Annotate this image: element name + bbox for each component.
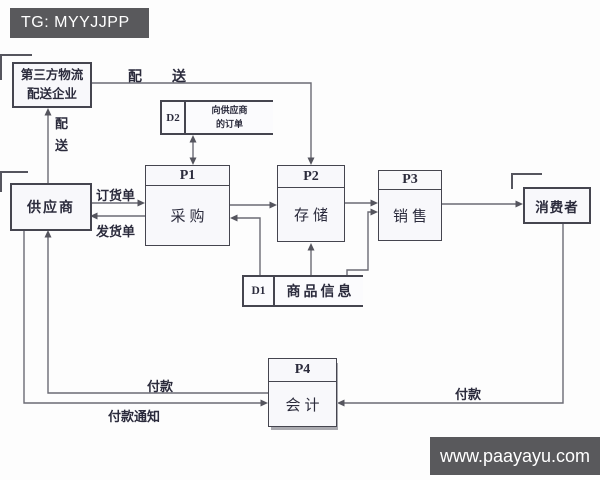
flow-d1-to-p3-line [346, 211, 371, 275]
label-delivery-vertical: 配送 [55, 116, 69, 154]
data-store-d1-id: D1 [242, 277, 275, 305]
data-store-d2-name-line1: 向供应商 [211, 105, 248, 116]
process-p2-name: 存储 [293, 208, 332, 224]
process-p4-name: 会计 [285, 397, 324, 414]
entity-logistics-label-line2: 配送企业 [26, 87, 77, 101]
entity-corner-mark-consumer [511, 173, 542, 189]
process-p1-name: 采购 [170, 209, 209, 225]
arrow-p2-into-p3 [370, 199, 378, 207]
data-store-d1-product-info: D1 商品信息 [242, 275, 363, 307]
process-p1-id: P1 [146, 166, 229, 186]
flow-payment-to-supplier-line [47, 237, 268, 394]
entity-consumer: 消费者 [523, 187, 591, 224]
process-p3-id: P3 [379, 171, 441, 190]
entity-corner-mark-logistics [0, 54, 32, 80]
arrow-into-d2 [189, 135, 197, 143]
flow-payment-notice-line [23, 230, 261, 404]
data-store-d2-name-line2: 的订单 [215, 118, 243, 129]
entity-supplier: 供应商 [10, 183, 92, 231]
flow-d1-to-p1-line [237, 217, 261, 275]
arrow-notice-into-p4 [260, 399, 268, 407]
data-store-d2-name: 向供应商 的订单 [186, 102, 273, 133]
arrow-d1-into-p1 [230, 214, 238, 222]
watermark-bottom-right: www.paayayu.com [430, 437, 600, 475]
label-shipping-form: 发货单 [96, 224, 136, 239]
entity-consumer-label: 消费者 [535, 199, 579, 215]
arrow-d1-into-p3 [370, 208, 378, 216]
process-p1-purchasing: P1 采购 [145, 165, 230, 246]
watermark-top-left: TG: MYYJJPP [10, 8, 149, 38]
flow-consumer-payment-line [344, 223, 564, 404]
label-payment-from-consumer: 付款 [455, 387, 482, 402]
label-delivery-horizontal: 配送 [128, 70, 216, 85]
data-store-d2-id: D2 [160, 102, 186, 133]
arrow-into-consumer [515, 200, 523, 208]
arrow-into-p1-top [189, 157, 197, 165]
process-p4-accounting: P4 会计 [268, 358, 337, 427]
arrow-p1-into-p2 [269, 201, 277, 209]
process-p3-sales: P3 销售 [378, 170, 442, 241]
arrow-into-logistics [44, 108, 52, 116]
arrow-into-p2-top [307, 157, 315, 165]
arrow-order-into-p1 [137, 199, 145, 207]
process-p4-id: P4 [269, 359, 336, 382]
process-p3-name: 销售 [392, 208, 431, 225]
entity-supplier-label: 供应商 [27, 201, 75, 216]
entity-logistics-label-line1: 第三方物流 [20, 67, 84, 82]
process-p2-storage: P2 存储 [277, 165, 345, 242]
label-payment-to-supplier: 付款 [147, 379, 174, 394]
data-store-d1-name: 商品信息 [286, 285, 355, 300]
entity-third-party-logistics: 第三方物流 配送企业 [12, 62, 92, 108]
arrow-payment-into-supplier [44, 230, 52, 238]
arrow-d1-into-p2 [307, 243, 315, 251]
data-store-d2-supplier-orders: D2 向供应商 的订单 [160, 100, 273, 135]
process-p2-id: P2 [278, 166, 344, 188]
label-order-form: 订货单 [96, 188, 136, 203]
label-payment-notice: 付款通知 [108, 409, 161, 424]
entity-corner-mark-supplier [0, 171, 28, 192]
arrow-consumer-payment-into-p4 [337, 399, 345, 407]
